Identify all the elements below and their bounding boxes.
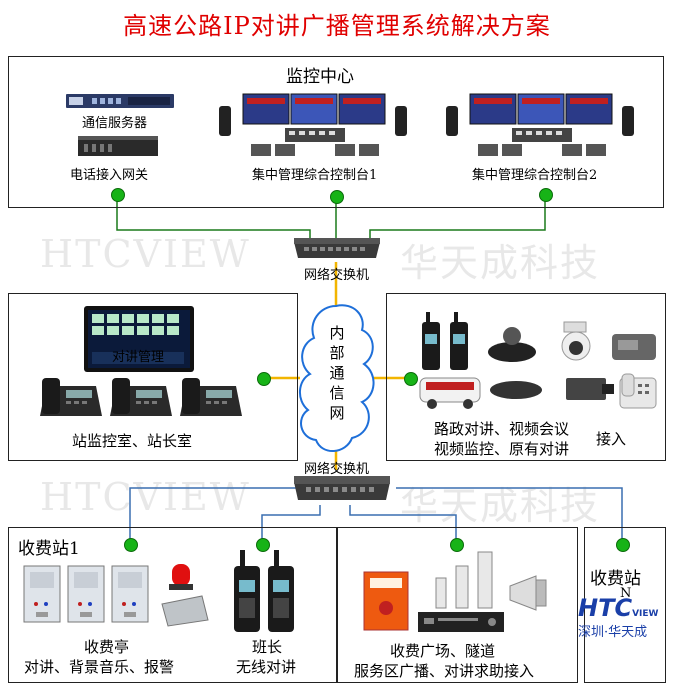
switch-bottom-icon — [294, 476, 390, 500]
station-room-panel — [8, 293, 298, 461]
console2-icon — [446, 93, 634, 156]
desk-phones-icon — [40, 378, 242, 416]
plaza-desc: 服务区广播、对讲求助接入 — [354, 662, 535, 680]
switch-top-icon — [294, 238, 380, 258]
toll-booth-devices — [23, 564, 209, 627]
walkie-talkies-icon — [234, 550, 294, 632]
station-room-label: 站监控室、站长室 — [72, 432, 193, 450]
page-title: 高速公路IP对讲广播管理系统解决方案 — [123, 12, 551, 40]
toll-station-n-panel — [584, 527, 666, 683]
wire-toll1 — [129, 487, 300, 543]
gateway-label: 电话接入网关 — [70, 168, 149, 183]
logo-tagline: 深圳·华天成 — [578, 625, 648, 640]
switch-top-label: 网络交换机 — [304, 268, 370, 283]
wire-plaza — [349, 505, 457, 543]
intercom-manager-text: 对讲管理 — [112, 350, 165, 365]
server-label: 通信服务器 — [82, 116, 148, 131]
logo-brand: HTC — [578, 594, 633, 622]
cloud-label: 内部通信网 — [329, 324, 345, 422]
node-road-admin — [404, 372, 418, 386]
plaza-label: 收费广场、隧道 — [390, 642, 496, 660]
toll-station-1-panel — [8, 527, 578, 683]
node-leader — [256, 538, 270, 552]
road-admin-panel — [386, 293, 666, 461]
console2-label: 集中管理综合控制台2 — [472, 168, 598, 183]
logo-sub: VIEW — [632, 609, 659, 619]
intercom-manager-screen — [84, 306, 194, 372]
console1-icon — [219, 93, 407, 156]
node-station-room — [257, 372, 271, 386]
watermark-cn-1: 华天成科技 — [400, 241, 601, 285]
toll-booth-desc: 对讲、背景音乐、报警 — [24, 658, 175, 676]
node-tollN — [616, 538, 630, 552]
console1-label: 集中管理综合控制台1 — [252, 168, 378, 183]
road-admin-access: 接入 — [596, 430, 627, 448]
wire-tollN — [396, 487, 623, 543]
road-admin-devices — [419, 312, 657, 409]
plaza-broadcast-devices — [363, 551, 547, 632]
wire-server — [116, 194, 311, 238]
squad-leader-label: 班长 — [252, 638, 283, 656]
toll-station-n-title: 收费站 — [590, 569, 641, 589]
road-admin-line1: 路政对讲、视频会议 — [434, 420, 570, 438]
internal-network-cloud — [299, 304, 375, 452]
node-console1 — [330, 190, 344, 204]
gateway-icon — [78, 136, 158, 156]
monitor-center-panel — [8, 56, 664, 208]
toll-station-1-title: 收费站1 — [18, 539, 80, 559]
node-console2 — [539, 188, 553, 202]
road-admin-line2: 视频监控、原有对讲 — [434, 440, 570, 458]
server-icon — [66, 94, 174, 108]
wire-console2 — [369, 194, 546, 238]
toll-station-n-suffix: N — [620, 586, 632, 601]
switch-bottom-label: 网络交换机 — [304, 462, 370, 477]
htcview-logo: HTCVIEW — [578, 594, 658, 622]
node-toll1 — [124, 538, 138, 552]
node-server — [111, 188, 125, 202]
toll-station-divider — [336, 527, 338, 682]
wire-leader — [261, 505, 321, 543]
node-plaza — [450, 538, 464, 552]
squad-leader-desc: 无线对讲 — [236, 658, 297, 676]
watermark-en-1: HTCVIEW — [40, 232, 251, 276]
toll-booth-label: 收费亭 — [84, 638, 130, 656]
monitor-center-label: 监控中心 — [286, 67, 354, 87]
watermark-cn-2: 华天成科技 — [400, 484, 601, 528]
watermark-en-2: HTCVIEW — [40, 475, 251, 519]
